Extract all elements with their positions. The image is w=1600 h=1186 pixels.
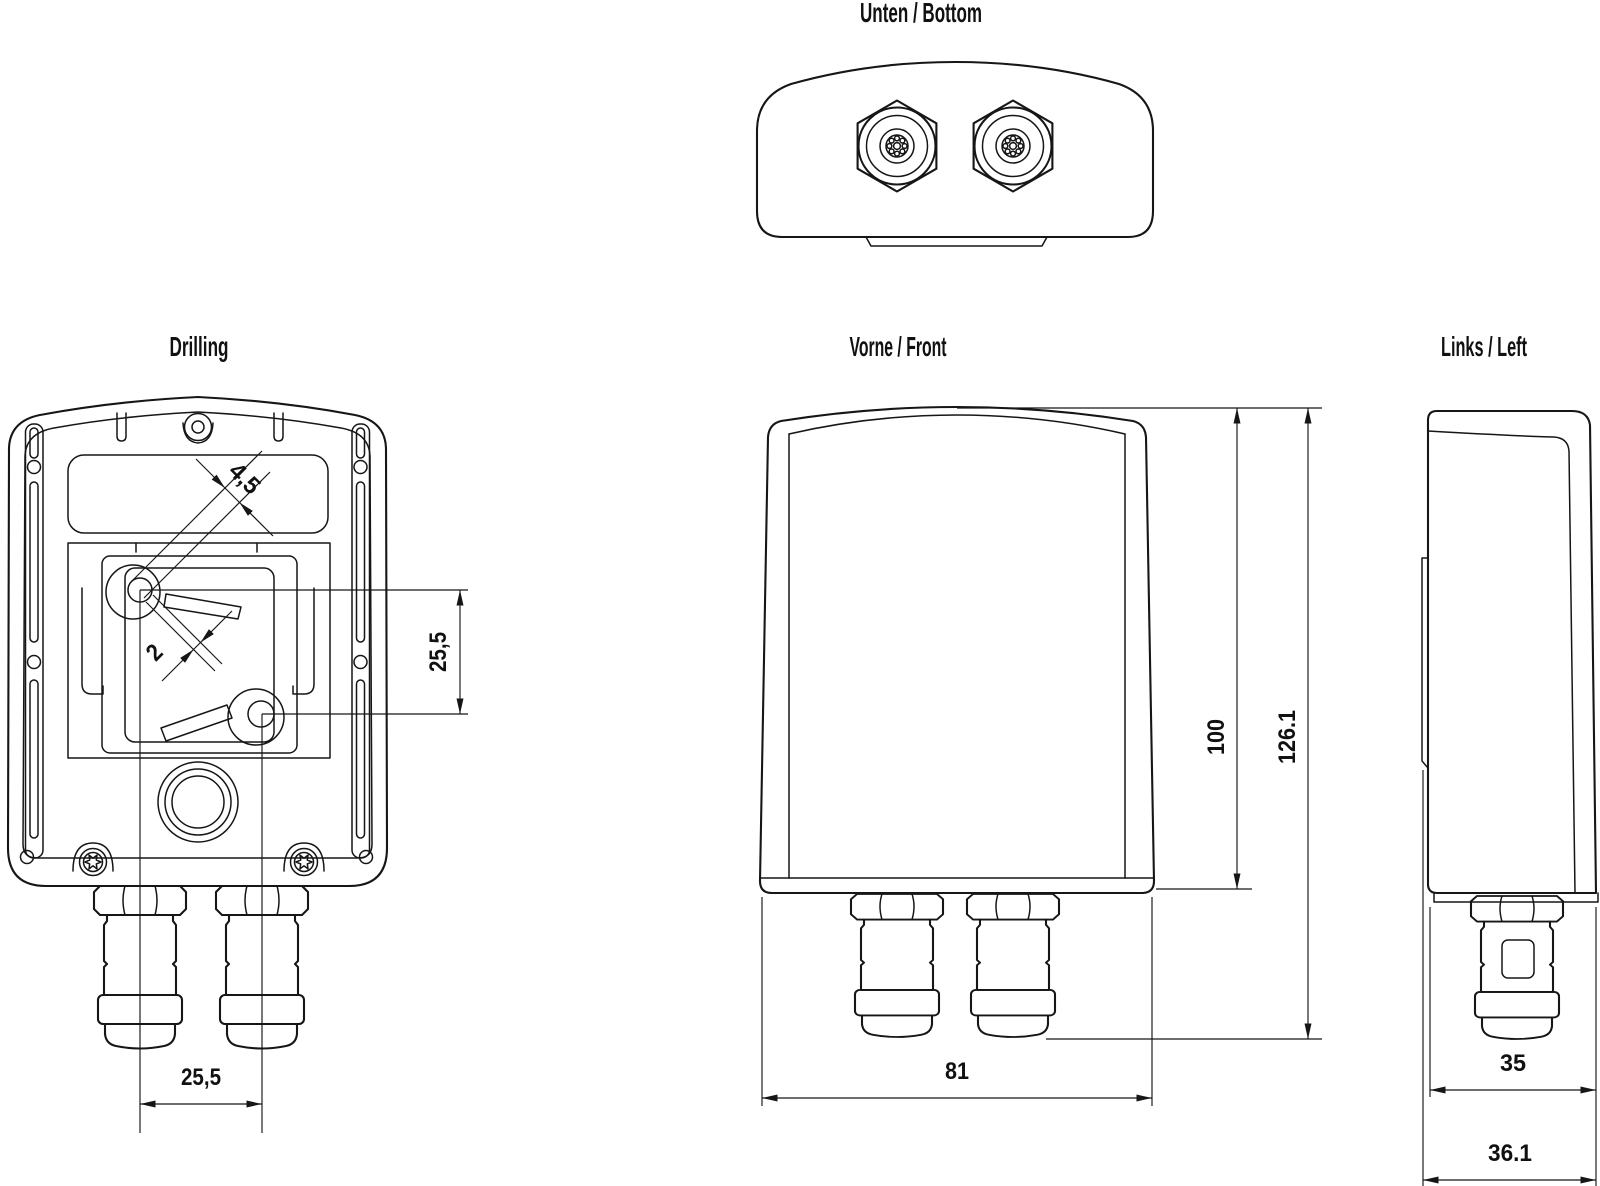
cable-gland-side [1469,894,1565,1041]
bracket-right [292,587,315,695]
screw-pad-left [72,842,114,872]
label-recess [67,454,329,534]
knockout-circle-outer [157,761,239,843]
dim-overall-height: 126.1 [1046,408,1322,1040]
top-notch-right [273,412,284,442]
bracket-left [81,587,104,695]
dim-label-gland-spacing: 25,5 [181,1064,221,1091]
dim-overall-depth: 36.1 [1422,770,1596,1186]
dim-line [224,487,240,503]
drilling-inner-rim [22,411,373,859]
top-screw-hole-inner [191,420,205,434]
dim-label-body-depth: 35 [1500,1050,1526,1077]
side-rail-left [24,423,44,859]
mounting-mechanism [67,542,331,759]
gland-side-detail [1501,939,1535,979]
top-notch-left [116,412,127,442]
left-body-inner-edge [1427,430,1576,894]
drilling-body-outline [6,395,389,888]
view-title-left: Links / Left [1441,331,1527,362]
screw-pad-right [283,842,325,872]
dim-body-width: 81 [761,897,1153,1106]
left-base-plate [1433,892,1599,903]
extension-line [129,450,263,584]
torx-screw-right [289,847,319,877]
view-left: Links / Left 35 36.1 [1421,331,1599,1186]
dim-hole-diameter: 4,5 [129,450,274,599]
view-title-front: Vorne / Front [850,331,947,362]
pivot-boss-lower [227,688,285,746]
cable-gland-front-right [965,892,1061,1039]
dim-label-hole-diameter: 4,5 [223,457,265,499]
top-screw-boss [182,422,214,444]
cable-gland-connector-left [856,99,938,193]
corner-hole-left [19,849,35,865]
rail-hole [26,459,42,475]
rail-hole [353,654,368,670]
dim-hole-vertical-offset: 25,5 [140,589,468,715]
rail-hole [26,654,42,670]
dim-label-slot-width: 2 [141,639,169,667]
knockout-circle-mid [164,768,232,836]
dim-line [193,642,201,650]
dim-label-hole-vertical-offset: 25,5 [425,632,452,672]
dim-body-depth: 35 [1429,907,1597,1186]
left-mounting-strip [1421,557,1429,769]
view-drilling: Drilling [6,331,468,1133]
dim-body-height: 100 [957,407,1322,890]
mechanism-block [67,542,331,759]
bottom-body-outline [755,60,1155,239]
extension-line [145,601,216,672]
view-bottom: Unten / Bottom [755,0,1155,247]
front-top-inner-arc [788,414,1126,435]
dim-arrow [195,458,226,489]
torx-screw-left [78,847,108,877]
left-body-outline [1426,409,1598,895]
extension-line [152,594,223,665]
bottom-base-tab [865,236,1048,247]
dim-label-overall-depth: 36.1 [1488,1140,1532,1167]
extension-line [143,471,271,599]
dim-label-body-width: 81 [945,1058,969,1085]
dim-gland-spacing: 25,5 [139,590,263,1133]
rail-hole [353,459,368,475]
dim-arrow [161,649,194,682]
lever-arm-lower [160,704,233,742]
front-body-outline [758,405,1156,895]
tray-inner [124,567,275,743]
top-screw-hole-outer [183,412,213,442]
cable-gland-connector-right [972,99,1054,193]
pivot-boss-upper [105,564,161,620]
knockout-circle-inner [171,775,225,829]
dim-label-body-height: 100 [1203,719,1230,755]
view-title-drilling: Drilling [170,331,229,362]
lever-arm-upper [163,593,242,620]
dim-arrow [200,610,233,643]
block-notches [135,542,258,553]
corner-hole-right [358,849,374,865]
tray-outer [101,555,298,754]
view-title-bottom: Unten / Bottom [860,0,982,28]
view-front: Vorne / Front 100 126.1 81 [758,331,1322,1106]
side-rail-right [351,423,371,859]
dim-label-overall-height: 126.1 [1274,710,1301,764]
cable-gland-front-left [849,892,945,1039]
dim-arrow [239,502,274,537]
front-side-inner-lines [788,433,1126,879]
